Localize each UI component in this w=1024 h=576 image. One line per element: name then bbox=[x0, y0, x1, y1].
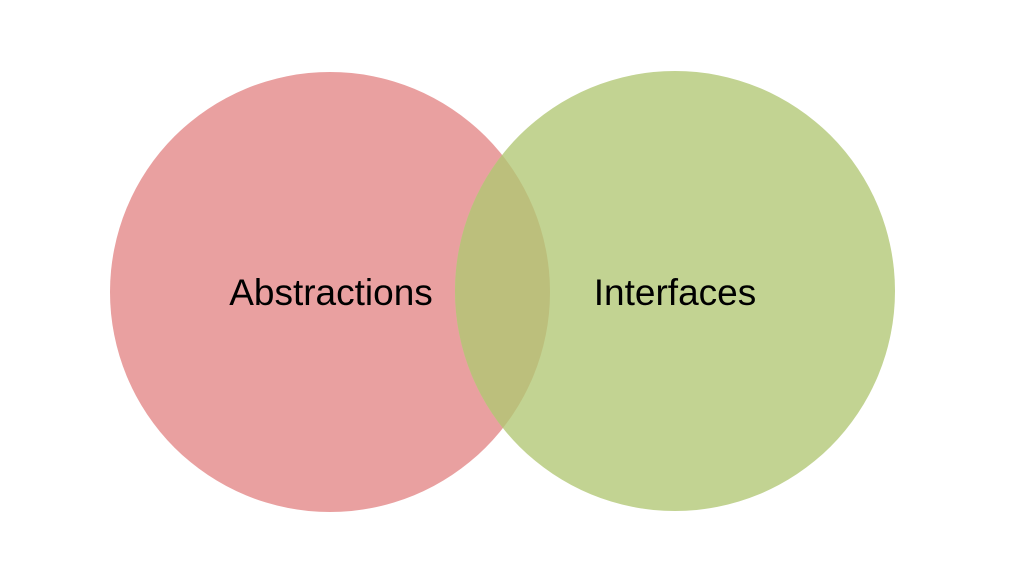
set-label-abstractions: Abstractions bbox=[229, 272, 433, 313]
set-label-interfaces: Interfaces bbox=[594, 272, 756, 313]
venn-circle-abstractions bbox=[110, 72, 550, 512]
venn-circle-interfaces bbox=[455, 71, 895, 511]
